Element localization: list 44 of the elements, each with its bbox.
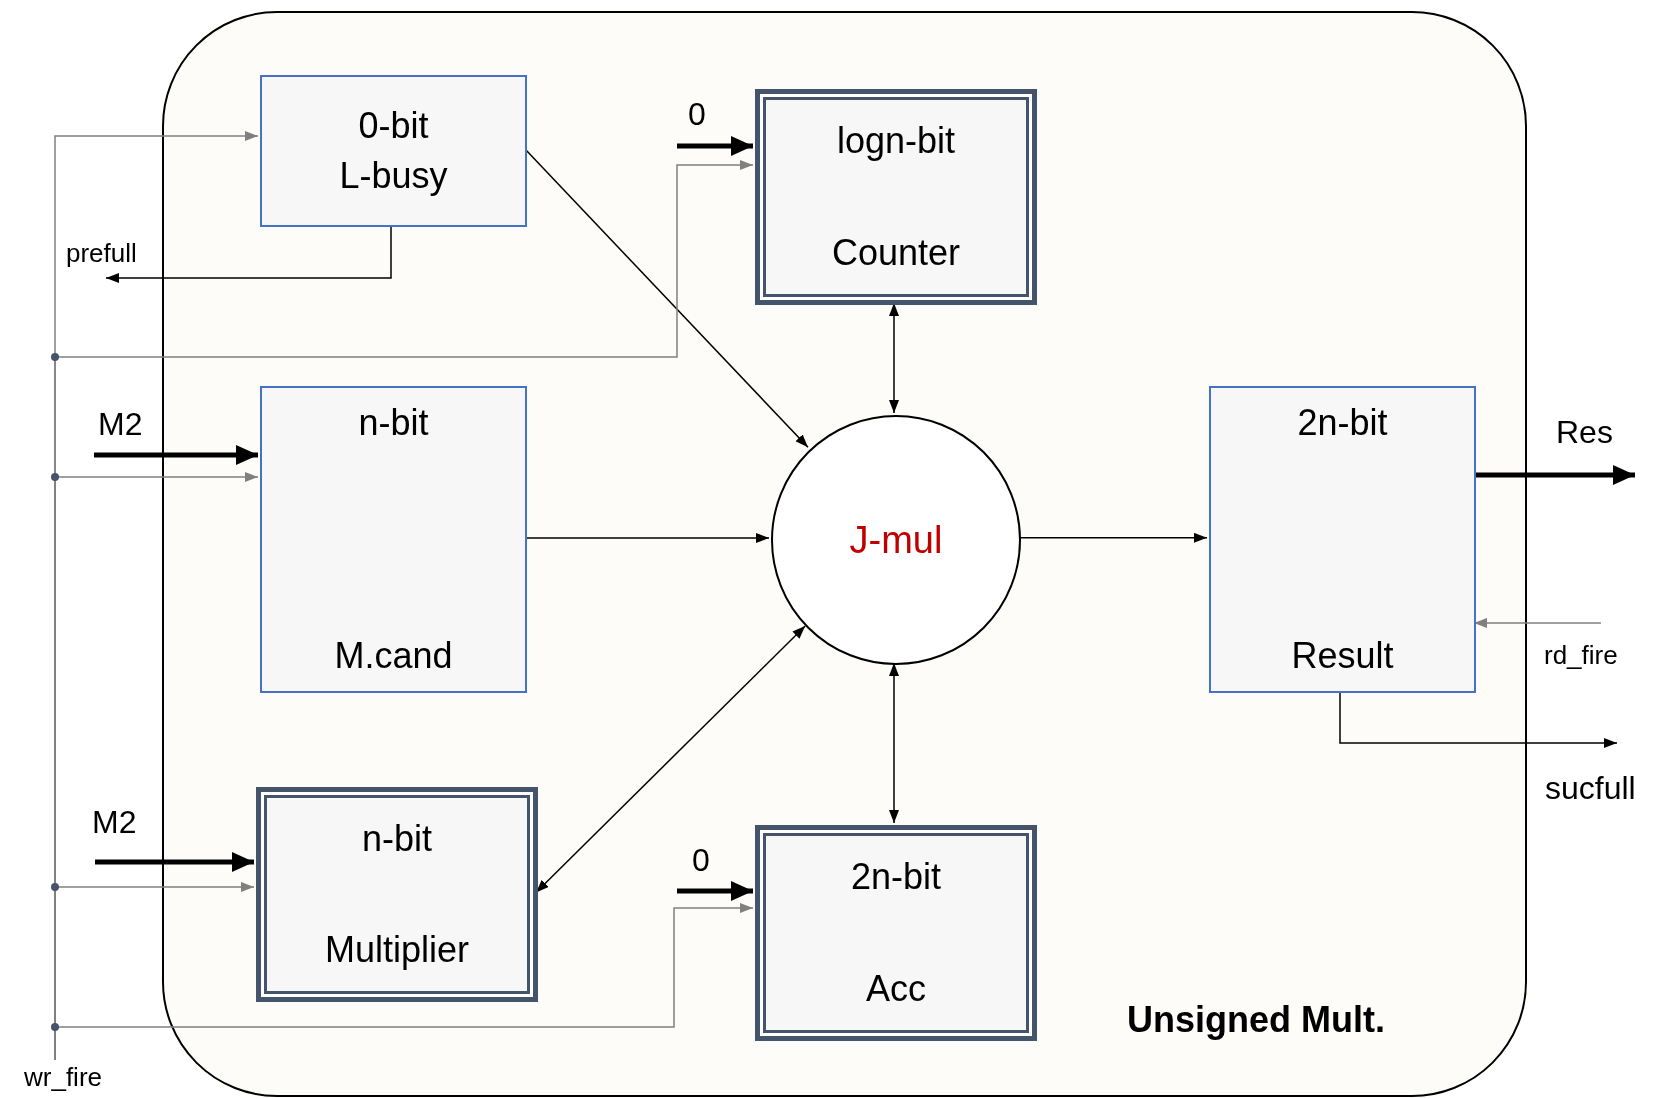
- arrow: [1474, 465, 1635, 485]
- edge-label: M2: [92, 803, 137, 842]
- box-label: n-bit: [358, 401, 429, 445]
- edge-label: M2: [98, 405, 143, 444]
- box-label: Result: [1291, 633, 1394, 678]
- arrow: [889, 662, 899, 824]
- arrow: [535, 625, 806, 894]
- box-label: logn-bit: [836, 119, 956, 163]
- box-label: M.cand: [334, 633, 453, 678]
- register-box: [755, 825, 1037, 1041]
- arrow: [889, 302, 899, 414]
- edge-label: Res: [1556, 413, 1613, 452]
- arrow: [1018, 532, 1208, 543]
- arrow: [1473, 618, 1602, 628]
- register-box: [755, 89, 1037, 305]
- box-label: Multiplier: [324, 927, 469, 972]
- arrow: [524, 148, 809, 449]
- edge-label: prefull: [66, 237, 137, 270]
- register-box: [1209, 386, 1476, 693]
- register-box: [260, 386, 527, 693]
- signal-label: wr_fire: [8, 1060, 118, 1094]
- box-label: n-bit: [362, 817, 432, 861]
- box-label: 2n-bit: [850, 855, 942, 899]
- module-title: Unsigned Mult.: [1127, 998, 1385, 1042]
- arrow: [95, 852, 254, 872]
- edge-label: rd_fire: [1544, 639, 1618, 672]
- register-box: [260, 75, 527, 227]
- box-label: Counter: [831, 230, 961, 275]
- arrow: [94, 445, 258, 465]
- arrow: [677, 136, 753, 156]
- arrow: [105, 224, 392, 283]
- box-label: J-mul: [849, 517, 943, 563]
- register-box: [256, 787, 538, 1002]
- edge-label: 0: [688, 95, 706, 134]
- edge-label: sucfull: [1545, 769, 1636, 808]
- box-label: Acc: [866, 966, 926, 1011]
- arrow: [1339, 690, 1618, 748]
- module-frame: [162, 11, 1527, 1097]
- edge-label: 0: [692, 841, 710, 880]
- box-label: 0-bit: [358, 103, 429, 148]
- box-label: L-busy: [339, 154, 448, 198]
- arrow: [524, 533, 770, 543]
- box-label: 2n-bit: [1297, 401, 1388, 445]
- arrow: [677, 881, 753, 901]
